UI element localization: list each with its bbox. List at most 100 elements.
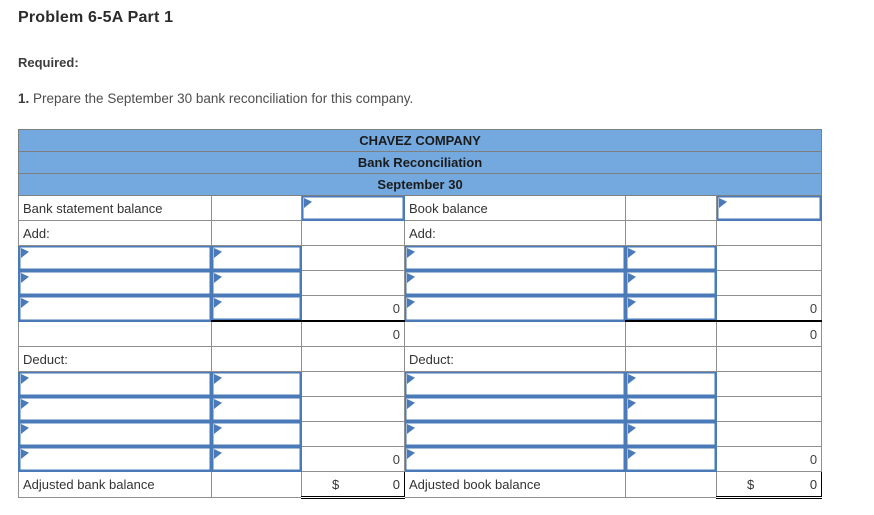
- blank-cell: [211, 471, 302, 498]
- blank-cell: [211, 346, 302, 372]
- table-header-report: Bank Reconciliation: [17, 151, 823, 174]
- input-bank-add-item-2-desc[interactable]: [18, 270, 212, 296]
- input-book-deduct-item-2-amount[interactable]: [625, 396, 717, 422]
- answer-marker-icon: [628, 374, 636, 384]
- blank-cell: [625, 195, 717, 221]
- book-add-label: Add:: [404, 220, 626, 246]
- input-bank-deduct-item-2-amount[interactable]: [211, 396, 302, 422]
- answer-marker-icon: [628, 424, 636, 434]
- input-bank-statement-balance-amount[interactable]: [301, 195, 405, 221]
- input-bank-add-item-1-amount[interactable]: [211, 245, 302, 271]
- blank-cell: [715, 220, 823, 246]
- blank-cell: [301, 346, 405, 372]
- bank-statement-balance-label: Bank statement balance: [18, 195, 212, 221]
- input-bank-add-item-3-amount[interactable]: [211, 295, 302, 322]
- bank-add-items-total: 0: [301, 295, 405, 322]
- input-bank-deduct-item-3-desc[interactable]: [18, 421, 212, 447]
- answer-marker-icon: [407, 298, 415, 308]
- book-add-items-total: 0: [715, 295, 823, 322]
- answer-marker-icon: [628, 248, 636, 258]
- currency-symbol: $: [747, 476, 755, 492]
- book-deduct-items-total: 0: [715, 446, 823, 472]
- input-book-add-item-1-desc[interactable]: [404, 245, 626, 271]
- answer-marker-icon: [407, 399, 415, 409]
- answer-marker-icon: [407, 449, 415, 459]
- adjusted-bank-balance-label: Adjusted bank balance: [18, 471, 212, 498]
- answer-marker-icon: [214, 298, 222, 308]
- blank-cell: [301, 421, 405, 447]
- blank-cell: [625, 471, 717, 498]
- bank-deduct-items-total: 0: [301, 446, 405, 472]
- table-row: [18, 421, 823, 447]
- input-bank-deduct-item-4-amount[interactable]: [211, 446, 302, 472]
- table-row: Add: Add:: [18, 220, 823, 246]
- bank-reconciliation-table: CHAVEZ COMPANY Bank Reconciliation Septe…: [17, 129, 823, 499]
- blank-cell: [301, 245, 405, 271]
- answer-marker-icon: [21, 424, 29, 434]
- answer-marker-icon: [214, 248, 222, 258]
- blank-cell: [301, 371, 405, 397]
- input-bank-add-item-3-desc[interactable]: [18, 295, 212, 322]
- input-book-balance-amount[interactable]: [715, 195, 823, 221]
- answer-marker-icon: [407, 273, 415, 283]
- adjusted-bank-balance-amount-cell: $ 0: [301, 471, 405, 499]
- book-deduct-label: Deduct:: [404, 346, 626, 372]
- blank-cell: [625, 320, 717, 347]
- answer-marker-icon: [214, 273, 222, 283]
- input-book-deduct-item-1-desc[interactable]: [404, 371, 626, 397]
- blank-cell: [715, 396, 823, 422]
- input-book-add-item-2-desc[interactable]: [404, 270, 626, 296]
- answer-marker-icon: [407, 424, 415, 434]
- answer-marker-icon: [21, 248, 29, 258]
- adjusted-book-balance-value: 0: [809, 476, 818, 492]
- answer-marker-icon: [304, 198, 312, 208]
- input-book-deduct-item-3-amount[interactable]: [625, 421, 717, 447]
- table-row: 0 0: [18, 320, 823, 347]
- input-book-add-item-2-amount[interactable]: [625, 270, 717, 296]
- answer-marker-icon: [214, 399, 222, 409]
- answer-marker-icon: [21, 273, 29, 283]
- input-book-add-item-3-desc[interactable]: [404, 295, 626, 322]
- input-book-deduct-item-3-desc[interactable]: [404, 421, 626, 447]
- blank-cell: [18, 320, 212, 347]
- book-balance-label: Book balance: [404, 195, 626, 221]
- answer-marker-icon: [214, 424, 222, 434]
- input-bank-deduct-item-3-amount[interactable]: [211, 421, 302, 447]
- table-row: Adjusted bank balance $ 0 Adjusted book …: [18, 471, 823, 499]
- table-row: 0 0: [18, 446, 823, 472]
- input-bank-deduct-item-1-desc[interactable]: [18, 371, 212, 397]
- input-book-add-item-3-amount[interactable]: [625, 295, 717, 322]
- table-row: Bank statement balance Book balance: [18, 195, 823, 221]
- input-book-deduct-item-4-desc[interactable]: [404, 446, 626, 472]
- blank-cell: [715, 245, 823, 271]
- blank-cell: [301, 396, 405, 422]
- table-row: [18, 396, 823, 422]
- answer-marker-icon: [628, 449, 636, 459]
- page-title: Problem 6-5A Part 1: [18, 9, 174, 26]
- adjusted-book-balance-amount-cell: $ 0: [715, 471, 823, 499]
- answer-marker-icon: [407, 248, 415, 258]
- input-bank-deduct-item-4-desc[interactable]: [18, 446, 212, 472]
- input-bank-deduct-item-2-desc[interactable]: [18, 396, 212, 422]
- blank-cell: [211, 195, 302, 221]
- answer-marker-icon: [628, 273, 636, 283]
- input-book-add-item-1-amount[interactable]: [625, 245, 717, 271]
- bank-add-label: Add:: [18, 220, 212, 246]
- blank-cell: [404, 320, 626, 347]
- input-bank-deduct-item-1-amount[interactable]: [211, 371, 302, 397]
- blank-cell: [715, 270, 823, 296]
- input-bank-add-item-2-amount[interactable]: [211, 270, 302, 296]
- answer-marker-icon: [21, 298, 29, 308]
- input-bank-add-item-1-desc[interactable]: [18, 245, 212, 271]
- adjusted-bank-balance-value: 0: [392, 476, 400, 492]
- table-row: [18, 270, 823, 296]
- table-header-company: CHAVEZ COMPANY: [17, 129, 823, 152]
- blank-cell: [715, 346, 823, 372]
- answer-marker-icon: [628, 298, 636, 308]
- blank-cell: [211, 320, 302, 347]
- input-book-deduct-item-4-amount[interactable]: [625, 446, 717, 472]
- adjusted-book-balance-label: Adjusted book balance: [404, 471, 626, 498]
- input-book-deduct-item-1-amount[interactable]: [625, 371, 717, 397]
- instruction-number: 1.: [18, 91, 30, 106]
- input-book-deduct-item-2-desc[interactable]: [404, 396, 626, 422]
